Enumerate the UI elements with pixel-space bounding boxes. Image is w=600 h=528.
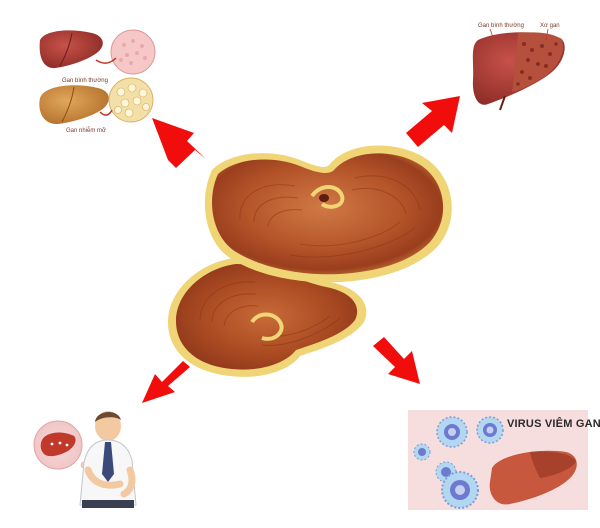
fat-droplets xyxy=(114,83,150,118)
label-cirrhosis-half: Xơ gan xyxy=(540,23,560,29)
man-hair xyxy=(95,411,121,422)
virus-panel-title: VIRUS VIÊM GAN B xyxy=(507,417,600,430)
liver-vessel xyxy=(499,95,506,111)
healthy-liver-shape xyxy=(39,30,103,69)
virus-particle-icon xyxy=(476,416,504,444)
cirrhosis-nodules xyxy=(516,42,558,86)
pain-marks xyxy=(50,441,69,447)
arrow-to-liver-pain xyxy=(142,361,190,403)
upper-cap-growth-rings xyxy=(239,175,421,258)
pointer-line xyxy=(489,28,495,41)
healthy-tissue-magnified xyxy=(110,29,156,75)
man-pants xyxy=(82,500,134,508)
virus-particles xyxy=(413,416,504,509)
virus-particle-icon xyxy=(413,443,431,461)
mushroom-lower-notch xyxy=(250,312,284,341)
red-arrow-icon xyxy=(406,96,460,147)
virus-particle-icon xyxy=(436,416,468,448)
arrow-to-cirrhosis xyxy=(406,96,460,147)
mushroom-lower-cap xyxy=(176,264,358,370)
mushroom-stem-point xyxy=(319,194,329,202)
arrow-to-hepatitis-b xyxy=(373,337,420,384)
red-arrow-icon xyxy=(152,118,206,168)
arrow-to-fatty-liver xyxy=(152,118,206,168)
red-arrow-icon xyxy=(373,337,420,384)
zoom-arrow-icon xyxy=(95,57,117,64)
cirrhotic-liver-illustration-icon: Gan bình thường Xơ gan xyxy=(472,23,565,111)
fatty-liver-shape xyxy=(39,85,109,125)
pointer-line xyxy=(545,28,549,41)
red-arrow-icon xyxy=(142,361,190,403)
label-normal-half: Gan bình thường xyxy=(478,23,524,29)
liver-in-bubble-icon xyxy=(40,432,76,457)
mushroom-upper-notch xyxy=(310,185,345,209)
hepatitis-b-virus-liver-icon: VIRUS VIÊM GAN B xyxy=(408,410,600,510)
man-with-liver-pain-icon xyxy=(33,411,137,508)
man-tie xyxy=(102,442,114,482)
label-normal-liver: Gan bình thường xyxy=(62,78,108,84)
healthy-tissue-cells xyxy=(119,39,147,65)
man-arm-on-belly xyxy=(84,466,124,489)
zoom-arrow-icon xyxy=(99,109,113,116)
virus-particle-icon xyxy=(441,471,479,509)
label-fatty-liver: Gan nhiễm mỡ xyxy=(66,127,106,134)
lingzhi-mushroom-icon xyxy=(168,145,452,377)
man-arm-on-side xyxy=(120,466,136,498)
infected-liver-shade xyxy=(530,451,576,478)
fatty-liver-illustration-icon: Gan bình thường Gan nhiễm mỡ xyxy=(39,29,156,134)
liver-lobe-line xyxy=(61,86,75,123)
liver-lobe-line xyxy=(59,32,73,67)
